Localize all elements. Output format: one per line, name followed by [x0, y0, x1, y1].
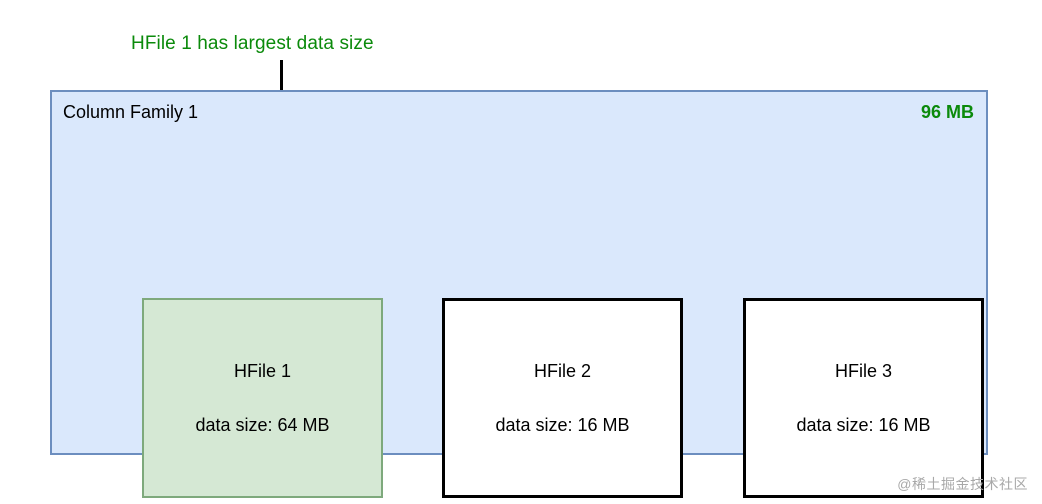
hfile-name: HFile 1 — [233, 360, 291, 381]
hfile-data-size: data size: 64 MB — [195, 414, 330, 435]
column-family-total-size: 96 MB — [920, 102, 974, 122]
hfile-box-3[interactable]: HFile 3 data size: 16 MB — [743, 298, 984, 498]
hfile-box-1[interactable]: HFile 1 data size: 64 MB — [142, 298, 383, 498]
annotation-label: HFile 1 has largest data size — [131, 33, 374, 54]
hfile-name: HFile 3 — [834, 360, 892, 381]
hfile-data-size: data size: 16 MB — [495, 414, 630, 435]
column-family-container: Column Family 1 96 MB HFile 1 data size:… — [50, 90, 988, 498]
hfile-name: HFile 2 — [533, 360, 591, 381]
hfile-data-size: data size: 16 MB — [796, 414, 931, 435]
hfile-box-2[interactable]: HFile 2 data size: 16 MB — [442, 298, 683, 498]
column-family-title: Column Family 1 — [63, 102, 199, 122]
watermark: @稀土掘金技术社区 — [897, 476, 1028, 492]
